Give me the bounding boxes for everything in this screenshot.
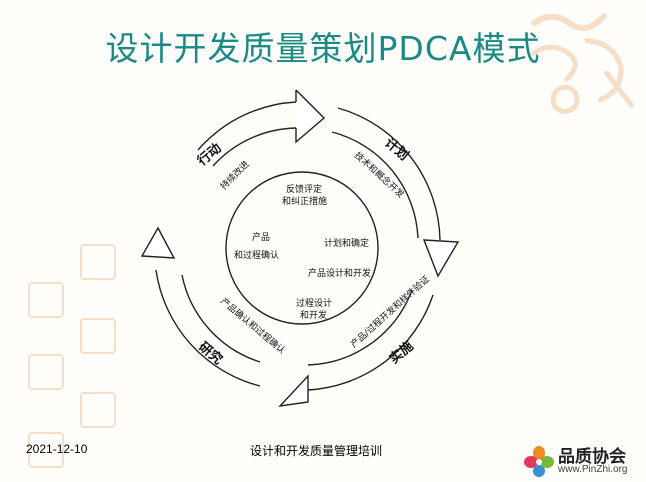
inner-circle [225, 171, 379, 325]
quadrant-label-do: 实施 [386, 338, 416, 367]
ring-label-continuous-improvement: 持续改进 [218, 158, 252, 192]
seal-watermark-small [80, 244, 116, 280]
ring-arc [181, 274, 261, 363]
arrowhead-bottom [278, 374, 309, 407]
quadrant-label-action: 行动 [194, 140, 225, 170]
seal-watermark-large [512, 0, 646, 130]
inner-label-feedback-2: 和纠正措施 [282, 195, 327, 207]
inner-label-process-design-1: 过程设计 [296, 297, 332, 309]
inner-label-feedback-1: 反馈评定 [286, 183, 322, 195]
inner-label-product-confirm-2: 和过程确认 [234, 249, 279, 261]
ring-arc [337, 107, 441, 241]
seal-watermark-small [80, 392, 116, 428]
seal-glyph-icon [530, 13, 635, 114]
pdca-cycle-diagram: 行动 计划 实施 研究 持续改进 技术和概念开发 产品/过程开发和样件验证 产品… [140, 89, 460, 407]
arrowhead-top [295, 89, 326, 144]
flower-logo-icon [524, 446, 554, 477]
ring-arc [331, 131, 419, 239]
slide-title: 设计开发质量策划PDCA模式 [105, 29, 541, 68]
ring-arc [307, 289, 413, 366]
quadrant-label-study: 研究 [195, 339, 225, 368]
seal-watermark-small [28, 282, 64, 318]
ring-label-product-process-verify: 产品/过程开发和样件验证 [348, 273, 432, 350]
seal-watermark-small [80, 318, 116, 354]
brand-logo: 品质协会 www.PinZhi.org [522, 440, 646, 482]
inner-label-product-confirm-1: 产品 [252, 231, 270, 243]
footer-date: 2021-12-10 [26, 442, 88, 456]
ring-arc [307, 294, 434, 391]
arrowhead-left [140, 226, 176, 259]
inner-label-product-design: 产品设计和开发 [308, 267, 371, 279]
inner-label-process-design-2: 和开发 [300, 309, 327, 321]
seal-watermark-small [28, 432, 64, 468]
arrowhead-right [422, 239, 460, 278]
ring-arc [197, 101, 297, 151]
logo-url: www.PinZhi.org [558, 464, 628, 475]
inner-label-plan-define: 计划和确定 [324, 237, 369, 249]
ring-arc [155, 269, 261, 387]
footer-title: 设计和开发质量管理培训 [250, 444, 383, 458]
logo-name: 品质协会 [558, 447, 626, 467]
ring-arc [212, 127, 297, 167]
quadrant-label-plan: 计划 [381, 135, 411, 164]
seal-watermark-small [28, 354, 64, 390]
